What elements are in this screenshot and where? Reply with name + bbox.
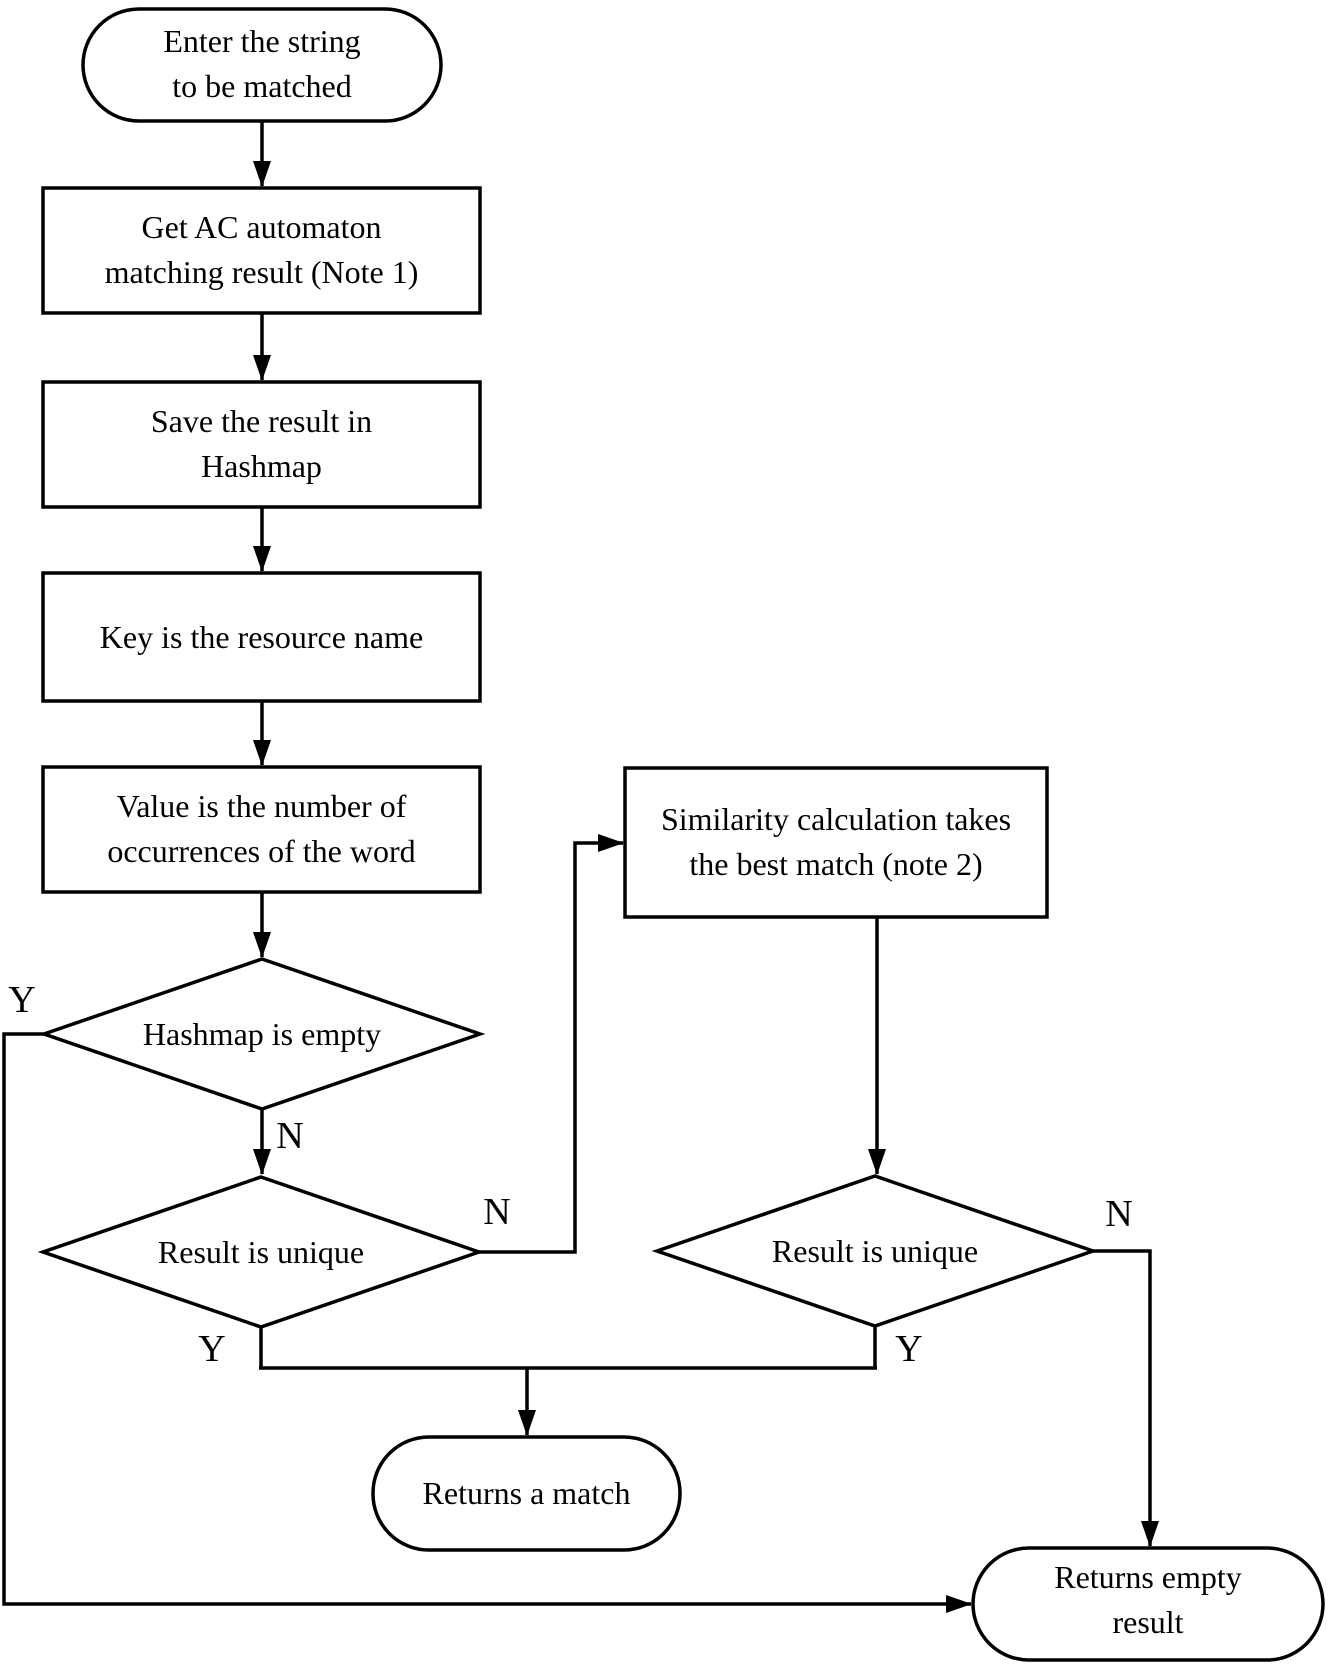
returns-match-terminal-shape bbox=[371, 1435, 682, 1552]
key-resource-process-shape bbox=[41, 571, 482, 703]
hashmap-empty-decision-shape bbox=[38, 957, 486, 1111]
arrow-hashmap-yes-to-returns-empty bbox=[2, 1032, 972, 1613]
similarity-process-shape bbox=[623, 766, 1049, 919]
value-occurrences-process-shape bbox=[41, 765, 482, 894]
start-terminal-shape bbox=[81, 7, 443, 123]
save-hashmap-process-shape bbox=[41, 380, 482, 509]
arrow-right-unique-no-to-returns-empty bbox=[1093, 1249, 1159, 1547]
result-unique-right-decision-shape bbox=[651, 1174, 1099, 1328]
get-ac-process-shape bbox=[41, 186, 482, 315]
returns-empty-terminal-shape bbox=[971, 1546, 1325, 1662]
arrow-left-unique-no-to-similarity bbox=[479, 834, 624, 1254]
result-unique-left-decision-shape bbox=[37, 1175, 485, 1329]
